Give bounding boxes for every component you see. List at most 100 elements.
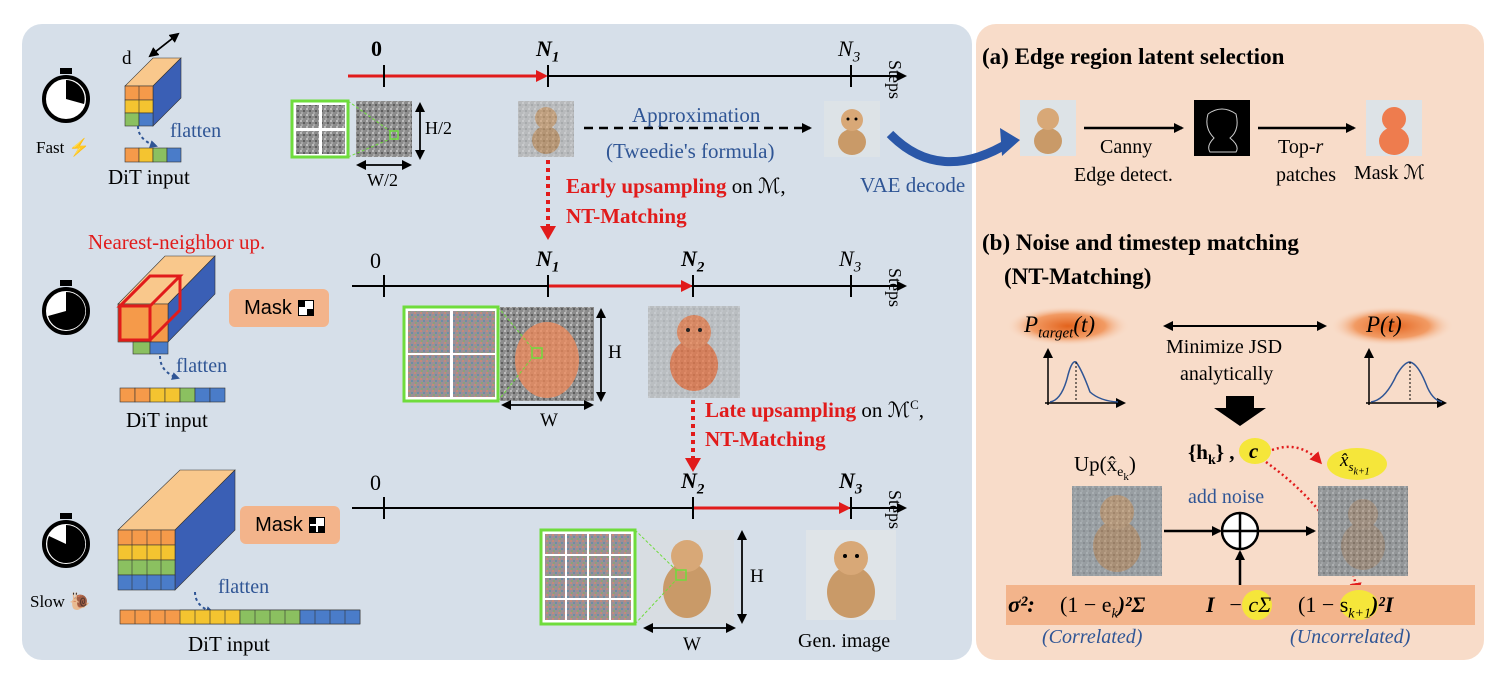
flatten-label-1: flatten bbox=[170, 120, 222, 142]
vae-decode-label: VAE decode bbox=[860, 173, 966, 197]
uncorrelated-label: (Uncorrelated) bbox=[1290, 626, 1411, 648]
generated-dog-image bbox=[806, 530, 896, 620]
c-eq-highlight bbox=[1242, 590, 1272, 620]
sigma-label: σ²: bbox=[1008, 592, 1035, 617]
correlated-label: (Correlated) bbox=[1042, 626, 1143, 648]
patches-label: patches bbox=[1276, 164, 1336, 186]
nearest-neighbor-label: Nearest-neighbor up. bbox=[88, 230, 266, 254]
dit-input-bar-3 bbox=[119, 609, 361, 625]
tick-0-row2: 0 bbox=[370, 248, 381, 273]
canny-label: Canny bbox=[1100, 136, 1153, 158]
noisy-dog-image-1 bbox=[518, 101, 574, 157]
edge-detect-label: Edge detect. bbox=[1074, 164, 1173, 186]
mask-badge-row3: Mask bbox=[240, 506, 340, 544]
steps-label-1: Steps bbox=[885, 60, 905, 100]
mid-dog-image bbox=[648, 306, 740, 398]
jsd-label-1: Minimize JSD bbox=[1166, 336, 1283, 358]
edge-map-image bbox=[1194, 100, 1250, 156]
dit-input-label-3: DiT input bbox=[188, 632, 270, 656]
tick-n3-row2: N3 bbox=[839, 246, 862, 276]
distribution-plot-2 bbox=[1364, 348, 1447, 408]
tick-n1-row2: N1 bbox=[536, 246, 560, 276]
full-latent-3 bbox=[539, 528, 734, 626]
c-highlight bbox=[1239, 438, 1271, 464]
xs-highlight bbox=[1327, 448, 1387, 480]
speed-fast-label: Fast ⚡ bbox=[36, 138, 90, 157]
nt-matching-label-2: NT-Matching bbox=[705, 427, 826, 451]
mask-m-label: Mask ℳ bbox=[1354, 162, 1425, 184]
section-b-title-1: (b) Noise and timestep matching bbox=[982, 230, 1299, 255]
h-half-label: H/2 bbox=[425, 118, 452, 138]
up-noisy-image bbox=[1072, 486, 1162, 576]
stopwatch-slow-icon bbox=[42, 513, 90, 568]
mask-badge-row2: Mask bbox=[229, 289, 329, 327]
latent-large-icon bbox=[117, 469, 236, 591]
mask-quadrant-icon-2 bbox=[308, 517, 325, 533]
up-label: Up(x̂ek) bbox=[1074, 452, 1136, 483]
steps-label-3: Steps bbox=[885, 490, 905, 530]
approximation-label: Approximation bbox=[632, 103, 761, 127]
section-a-title: (a) Edge region latent selection bbox=[982, 44, 1285, 69]
w-label-3: W bbox=[683, 634, 701, 655]
distribution-plot-1 bbox=[1043, 348, 1126, 408]
w-label-2: W bbox=[540, 410, 558, 431]
p-target-glow bbox=[1006, 306, 1130, 346]
tick-0-row3: 0 bbox=[370, 470, 381, 495]
latent-small-icon bbox=[124, 32, 182, 127]
top-r-label: Top-r bbox=[1278, 136, 1324, 158]
gen-image-label: Gen. image bbox=[798, 630, 891, 652]
p-glow bbox=[1330, 306, 1454, 346]
nt-matching-label-1: NT-Matching bbox=[566, 204, 687, 228]
eq-term-3: − cΣ bbox=[1228, 592, 1272, 617]
sigma-equation-bar bbox=[1006, 585, 1475, 625]
flatten-label-2: flatten bbox=[176, 355, 228, 377]
oplus-icon bbox=[1220, 511, 1260, 551]
p-target-label: Ptarget(t) bbox=[1024, 312, 1096, 342]
h-label-3: H bbox=[750, 566, 764, 587]
dit-input-bar-1 bbox=[124, 147, 182, 163]
add-noise-label: add noise bbox=[1188, 486, 1265, 508]
dit-input-label-2: DiT input bbox=[126, 408, 208, 432]
steps-label-2: Steps bbox=[885, 268, 905, 308]
s-eq-highlight bbox=[1340, 590, 1378, 620]
vae-decode-arrow bbox=[886, 130, 1013, 167]
flatten-label-3: flatten bbox=[218, 576, 270, 598]
p-label: P(t) bbox=[1366, 312, 1402, 337]
xs-label: x̂sk+1 bbox=[1340, 450, 1370, 478]
eq-term-2: I bbox=[1206, 592, 1215, 617]
d-label: d bbox=[122, 48, 132, 69]
noise-latent-1 bbox=[290, 99, 412, 159]
tick-0-row1: 0 bbox=[371, 36, 382, 61]
c-label: c bbox=[1249, 439, 1259, 463]
tick-n2-row2: N2 bbox=[681, 246, 705, 276]
jsd-label-2: analytically bbox=[1180, 363, 1274, 385]
tweedie-label: (Tweedie's formula) bbox=[606, 139, 775, 163]
dit-input-label-1: DiT input bbox=[108, 165, 190, 189]
stopwatch-mid-icon bbox=[42, 280, 90, 335]
speed-slow-label: Slow 🐌 bbox=[30, 592, 91, 611]
section-b-title-2: (NT-Matching) bbox=[1004, 264, 1152, 289]
h-label-2: H bbox=[608, 342, 622, 363]
latent-mid-icon bbox=[116, 255, 216, 355]
mask-quadrant-icon bbox=[297, 300, 314, 316]
tick-n2-row3: N2 bbox=[681, 468, 705, 498]
partial-latent-2 bbox=[402, 305, 594, 403]
tick-n3-row3: N3 bbox=[839, 468, 863, 498]
edge-input-dog-image bbox=[1020, 100, 1076, 156]
down-arrow-icon bbox=[1214, 396, 1266, 426]
dit-input-bar-2 bbox=[119, 387, 226, 403]
tick-n1-row1: N1 bbox=[536, 36, 560, 66]
late-upsampling-label: Late upsampling on ℳC, bbox=[705, 397, 925, 422]
hk-label: {hk} , bbox=[1188, 440, 1235, 469]
eq-term-1: (1 − ek)²Σ bbox=[1060, 592, 1146, 622]
eq-term-4: (1 − sk+1)²I bbox=[1298, 592, 1394, 622]
early-upsampling-label: Early upsampling on ℳ, bbox=[566, 174, 786, 198]
flatten-arrow-1 bbox=[137, 125, 158, 148]
stopwatch-fast-icon bbox=[42, 68, 90, 123]
noisy-target-image bbox=[1318, 486, 1408, 576]
mask-dog-image bbox=[1366, 100, 1422, 156]
tick-n3-row1: N3 bbox=[838, 36, 861, 66]
approx-dog-image bbox=[824, 101, 880, 157]
w-half-label: W/2 bbox=[367, 170, 398, 190]
